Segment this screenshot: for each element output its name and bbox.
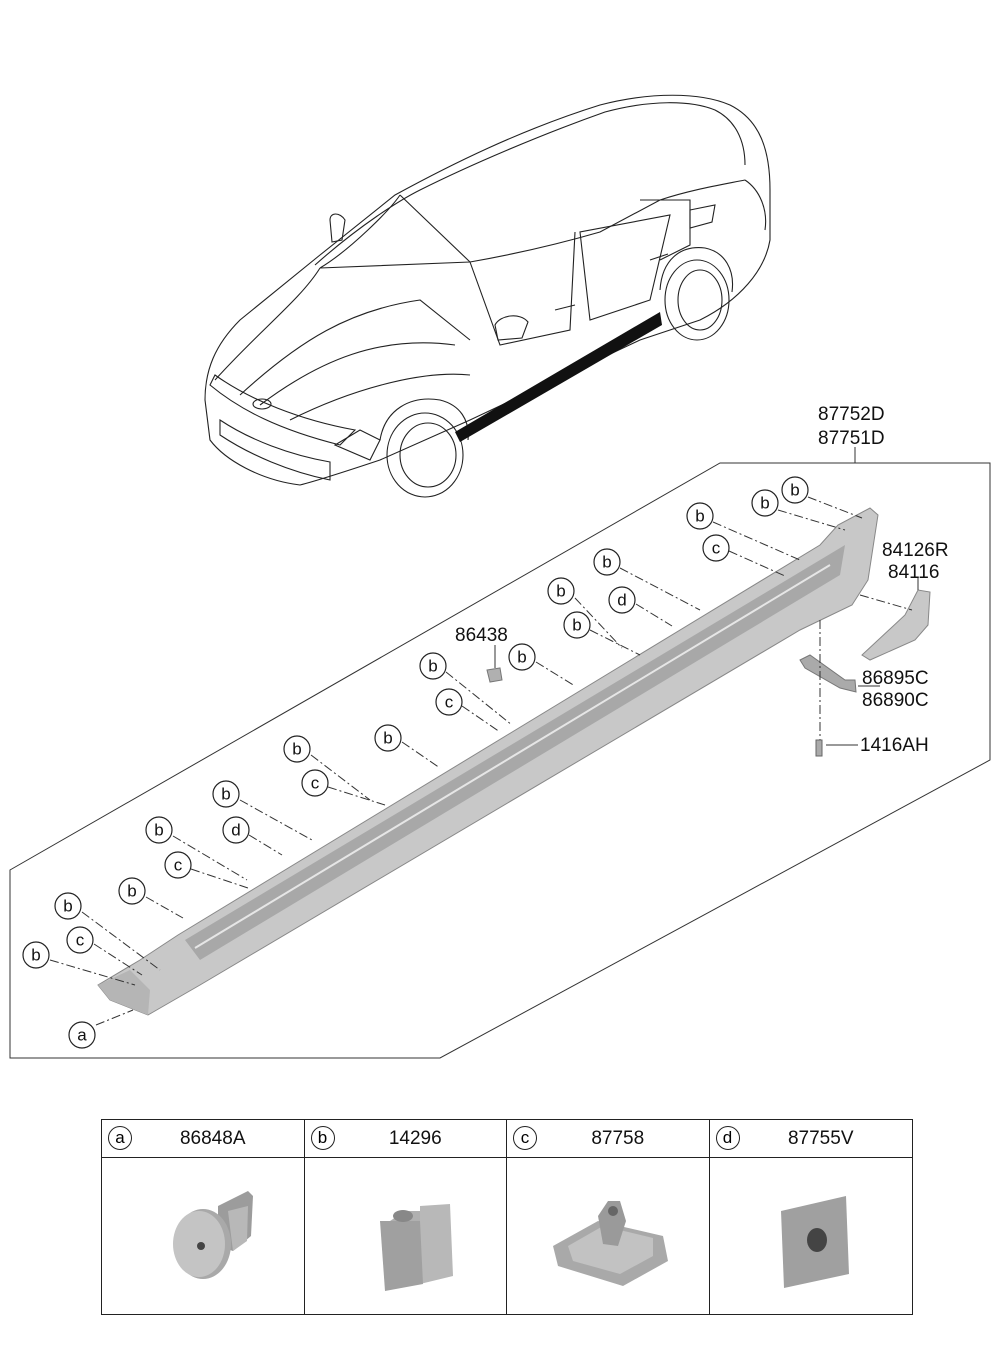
callout-c: c (301, 769, 329, 797)
exploded-view-frame (9, 462, 991, 1059)
leader-lines (49, 496, 863, 1026)
label-1416AH: 1416AH (860, 735, 929, 756)
label-86895C: 86895C (862, 668, 929, 689)
callout-b: b (419, 652, 447, 680)
screw-part (815, 739, 823, 757)
svg-text:b: b (790, 481, 799, 500)
svg-text:b: b (221, 785, 230, 804)
end-piece-part (861, 589, 931, 661)
svg-text:b: b (517, 648, 526, 667)
svg-text:b: b (383, 729, 392, 748)
callout-b: b (145, 816, 173, 844)
callout-b: b (751, 489, 779, 517)
bracket-part (799, 654, 857, 693)
svg-text:b: b (154, 821, 163, 840)
callout-b: b (593, 548, 621, 576)
svg-text:b: b (760, 494, 769, 513)
retainer-icon (552, 1201, 668, 1286)
side-sill-highlight (455, 312, 662, 442)
car-illustration (204, 94, 771, 498)
legend-header-c: c 87758 (507, 1120, 710, 1158)
svg-text:c: c (445, 693, 454, 712)
callout-b: b (781, 476, 809, 504)
callout-d: d (608, 586, 636, 614)
svg-text:d: d (231, 821, 240, 840)
callout-markers: b b b c b d b b b b c b b c b d b c b b … (22, 476, 809, 1049)
clip-icon (380, 1204, 454, 1291)
legend-image-d (710, 1158, 913, 1314)
callout-b: b (374, 724, 402, 752)
legend-letter: a (108, 1126, 132, 1150)
callout-b: b (547, 577, 575, 605)
fastener-legend-table: a 86848A b 14296 c 87758 d 87755V (101, 1119, 913, 1315)
svg-text:c: c (76, 931, 85, 950)
legend-header-b: b 14296 (304, 1120, 507, 1158)
label-86438: 86438 (455, 625, 508, 646)
callout-b: b (686, 502, 714, 530)
legend-letter: b (310, 1126, 335, 1150)
side-sill-part (97, 507, 879, 1016)
callout-b: b (508, 643, 536, 671)
svg-text:b: b (572, 616, 581, 635)
svg-text:b: b (127, 882, 136, 901)
svg-text:b: b (63, 897, 72, 916)
callout-b: b (563, 611, 591, 639)
legend-image-a (102, 1158, 305, 1314)
callout-c: c (164, 851, 192, 879)
label-87751D: 87751D (818, 428, 885, 449)
callout-c: c (702, 534, 730, 562)
callout-d: d (222, 816, 250, 844)
legend-letter: c (513, 1126, 537, 1150)
svg-text:c: c (311, 774, 320, 793)
legend-part-number: 87758 (591, 1127, 645, 1149)
legend-part-number: 86848A (179, 1127, 246, 1149)
legend-part-number: 87755V (787, 1127, 854, 1149)
push-nut-icon (172, 1191, 253, 1279)
label-86890C: 86890C (862, 690, 929, 711)
callout-a: a (68, 1021, 96, 1049)
callout-c: c (435, 688, 463, 716)
legend-image-b (305, 1158, 507, 1314)
callout-b: b (212, 780, 240, 808)
label-84116: 84116 (888, 562, 939, 583)
legend-image-c (507, 1158, 710, 1314)
label-87752D: 87752D (818, 404, 885, 425)
svg-text:b: b (602, 553, 611, 572)
legend-letter: d (715, 1126, 740, 1150)
svg-text:c: c (712, 539, 721, 558)
callout-b: b (118, 877, 146, 905)
svg-text:b: b (428, 657, 437, 676)
svg-text:b: b (695, 507, 704, 526)
clip-part (486, 667, 503, 683)
callout-b: b (22, 941, 50, 969)
label-84126R: 84126R (882, 540, 949, 561)
legend-header-a: a 86848A (102, 1120, 305, 1158)
svg-text:a: a (77, 1026, 87, 1045)
callout-c: c (66, 926, 94, 954)
svg-text:b: b (292, 740, 301, 759)
svg-text:b: b (31, 946, 40, 965)
svg-text:c: c (174, 856, 183, 875)
callout-b: b (54, 892, 82, 920)
svg-text:d: d (617, 591, 626, 610)
pad-icon (780, 1196, 849, 1288)
svg-text:b: b (556, 582, 565, 601)
legend-header-d: d 87755V (709, 1120, 912, 1158)
callout-b: b (283, 735, 311, 763)
legend-part-number: 14296 (388, 1127, 442, 1149)
